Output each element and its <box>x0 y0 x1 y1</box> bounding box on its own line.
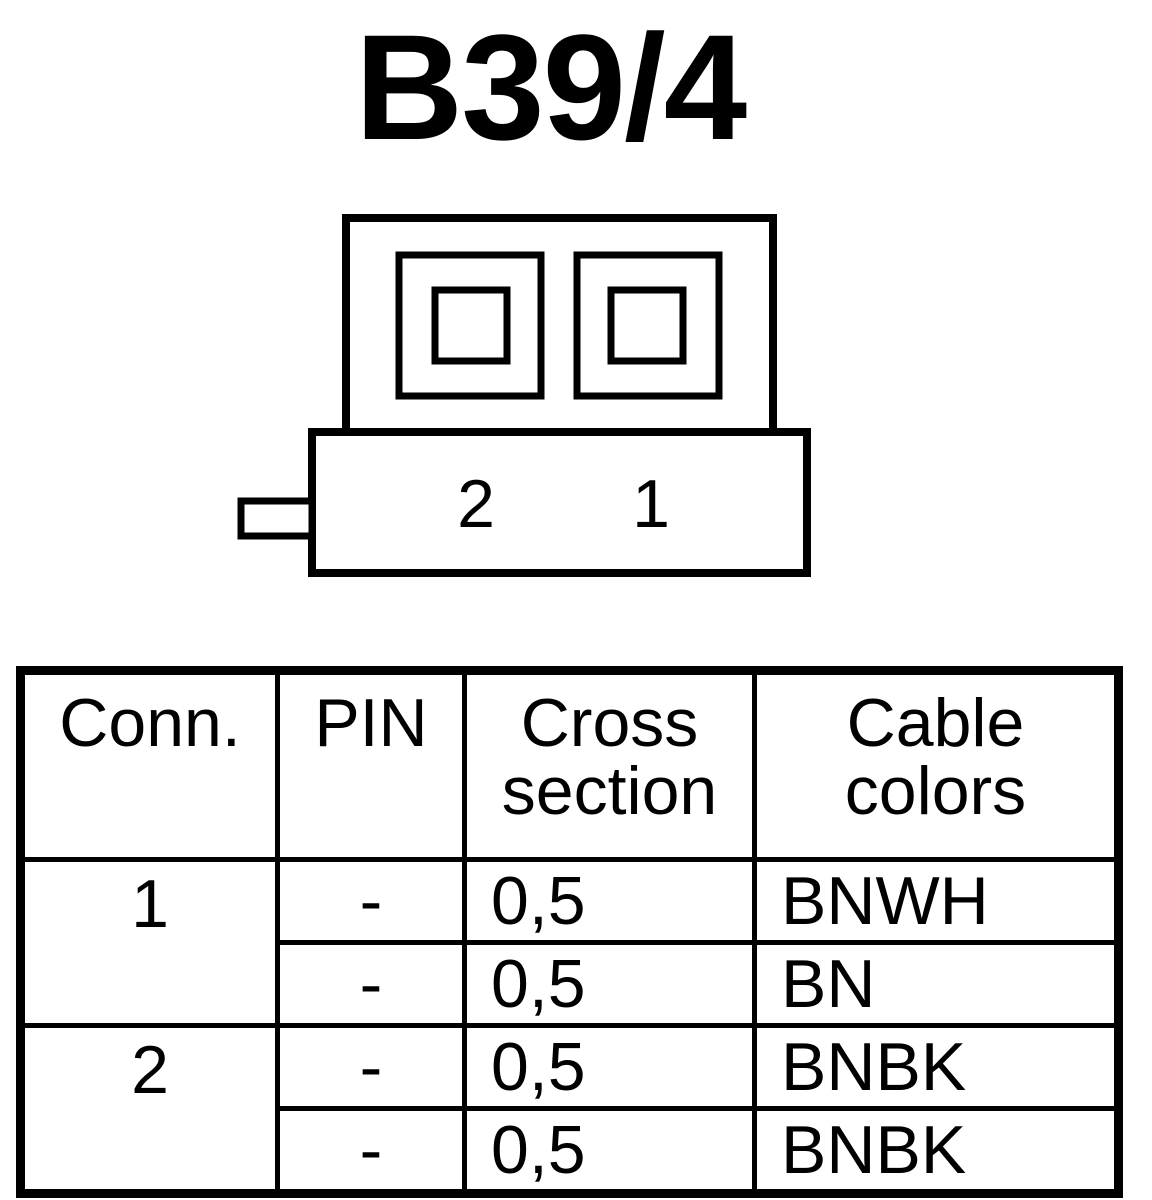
cross-section-cell: 0,5 <box>462 857 757 945</box>
header-cross-section: Cross section <box>462 668 757 862</box>
connector-title: B39/4 <box>354 3 747 171</box>
header-cross-section-line-1: Cross <box>520 685 699 761</box>
cable-color-cell: BNBK <box>752 1106 1121 1196</box>
pin-cavity-left-inner <box>431 286 511 365</box>
header-cable-colors-line-1: Cable <box>846 685 1025 761</box>
pin-label-2: 2 <box>457 466 495 542</box>
connector-base-housing <box>308 428 811 577</box>
pin-assignment-table: Conn. PIN Cross section Cable colors 1 -… <box>16 666 1123 1198</box>
table-row: 1 - 0,5 BNWH <box>18 857 1121 1028</box>
conn-cell: 2 <box>18 1023 280 1196</box>
table-row: 2 - 0,5 BNBK <box>18 1023 1121 1196</box>
conn-cell: 1 <box>18 857 280 1028</box>
header-cable-colors-line-2: colors <box>844 753 1027 829</box>
connector-diagram: 2 1 <box>237 214 811 577</box>
table-header-row: Conn. PIN Cross section Cable colors <box>18 668 1121 862</box>
header-pin: PIN <box>275 668 467 862</box>
pin-label-1: 1 <box>632 466 670 542</box>
header-cross-section-line-2: section <box>501 753 718 829</box>
cable-color-cell: BN <box>752 940 1121 1028</box>
pin-cell: - <box>275 857 467 945</box>
table-row: - 0,5 BN <box>21 940 1121 1028</box>
header-conn: Conn. <box>18 668 280 862</box>
cross-section-cell: 0,5 <box>462 1023 757 1111</box>
header-conn-line-1: Conn. <box>59 685 241 761</box>
cross-section-cell: 0,5 <box>462 940 757 1028</box>
pin-cell: - <box>275 940 467 1028</box>
pin-cavity-right-inner <box>607 286 687 365</box>
cable-color-cell: BNWH <box>752 857 1121 945</box>
cable-color-cell: BNBK <box>752 1023 1121 1111</box>
pin-cell: - <box>275 1106 467 1196</box>
header-pin-line-1: PIN <box>314 685 428 761</box>
cross-section-cell: 0,5 <box>462 1106 757 1196</box>
table-row: - 0,5 BNBK <box>21 1106 1121 1196</box>
connector-locking-tab <box>237 497 316 540</box>
header-cable-colors: Cable colors <box>752 668 1121 862</box>
pin-cell: - <box>275 1023 467 1111</box>
